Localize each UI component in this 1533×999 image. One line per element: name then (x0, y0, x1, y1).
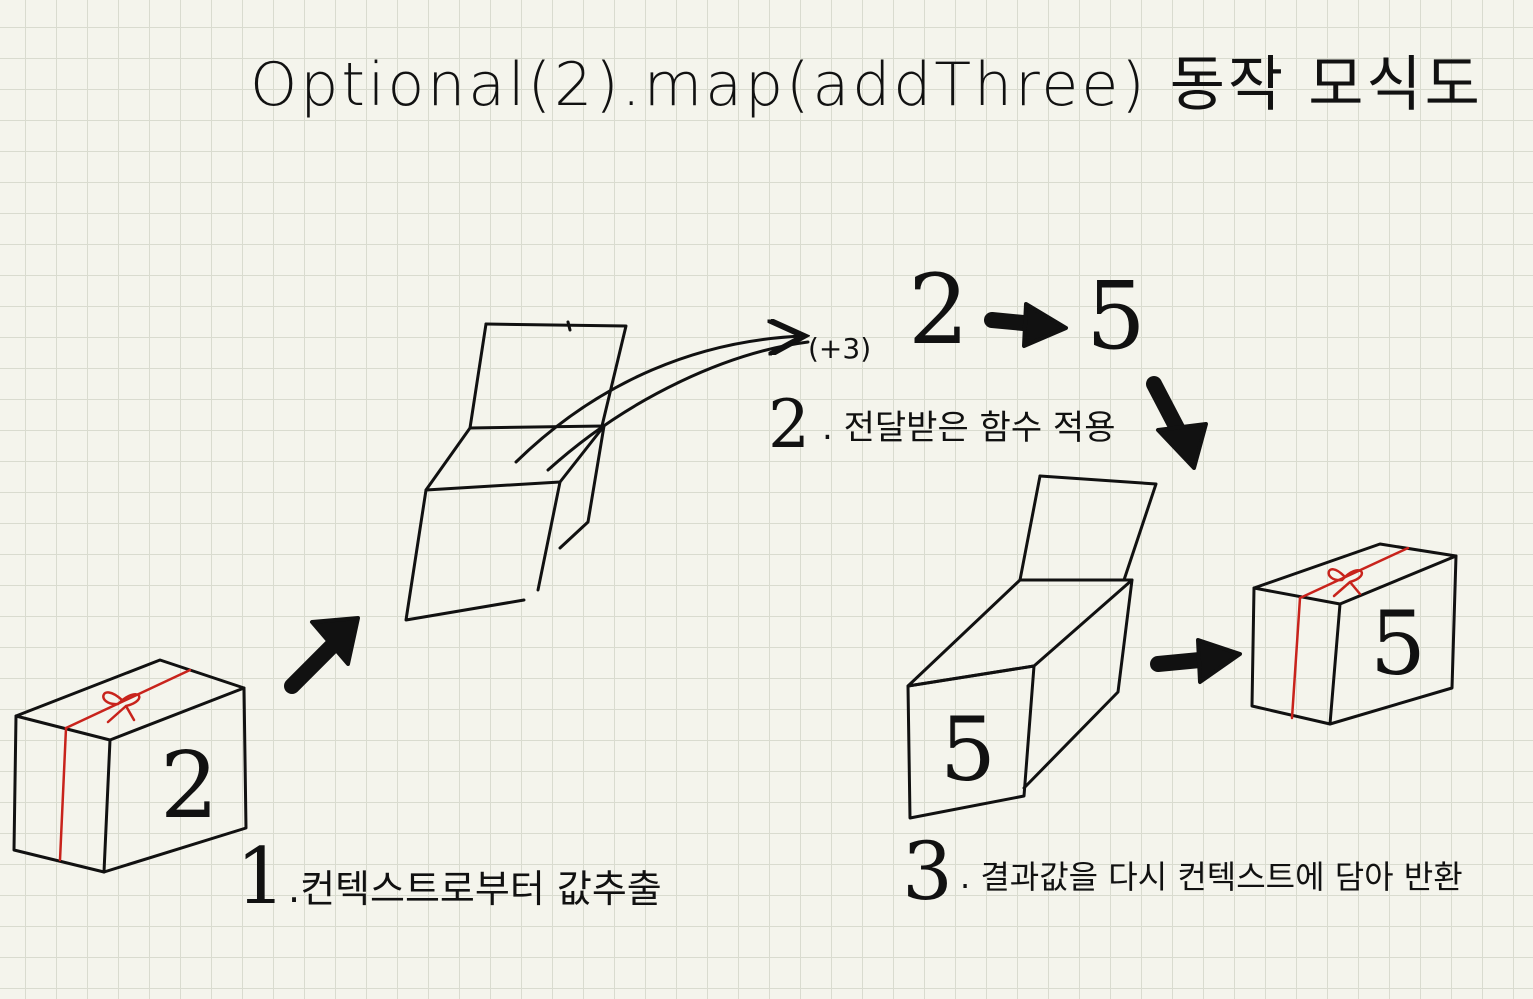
input-value: 2 (908, 254, 970, 366)
step-2-label: . 전달받은 함수 적용 (822, 408, 1116, 448)
gift-box-output (1250, 542, 1458, 726)
page-title: Optional(2).map(addThree) 동작 모식도 (250, 50, 1483, 120)
gift-box-output-value: 5 (1370, 592, 1426, 695)
open-box-filled (906, 474, 1158, 820)
arrow-wrap-icon (1150, 638, 1242, 684)
arrow-down-icon (1146, 376, 1208, 470)
output-value: 5 (1086, 262, 1146, 371)
step-1-label: .컨텍스트로부터 값추출 (288, 867, 662, 911)
step-3-number: 3 (902, 825, 953, 918)
arrow-extract-icon (284, 616, 360, 694)
apply-function-arrow-icon (514, 336, 808, 472)
step-2-number: 2 (768, 386, 810, 463)
step-3-label: . 결과값을 다시 컨텍스트에 담아 반환 (960, 858, 1463, 896)
gift-box-input (12, 658, 248, 874)
arrow-transform-icon (984, 302, 1068, 348)
gift-box-input-value: 2 (160, 732, 219, 839)
function-label: (+3) (808, 332, 872, 365)
step-1-number: 1 (236, 832, 286, 922)
open-box-empty (404, 320, 628, 622)
open-box-value: 5 (940, 698, 996, 801)
